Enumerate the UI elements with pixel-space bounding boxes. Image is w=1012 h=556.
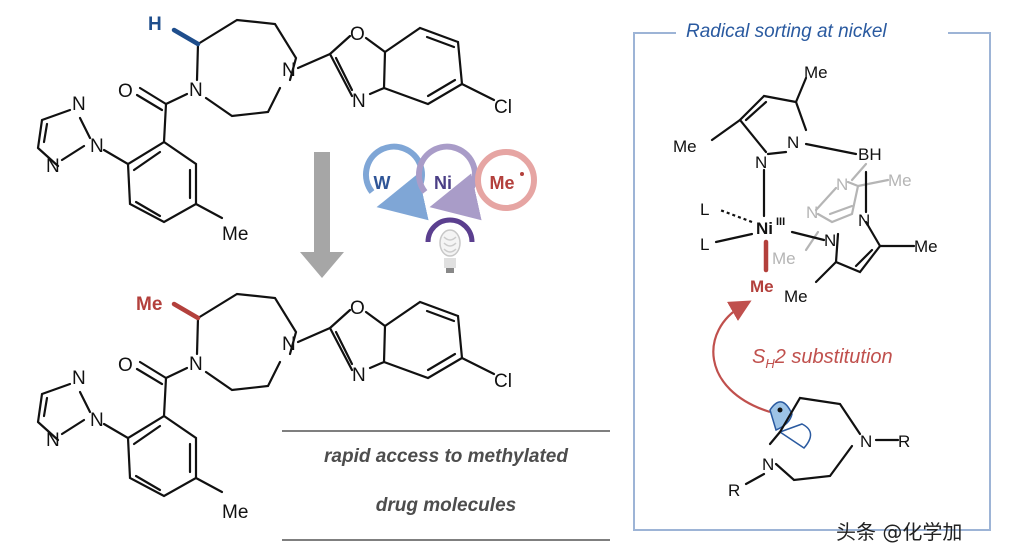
nickel-cycle: Ni [416,143,482,221]
triazole-n2: N [72,94,86,115]
sh2-subscript: H [765,356,775,371]
aryl-methyl: Me [222,502,248,523]
radical-r-left: R [728,481,740,500]
c-me-bond [171,301,201,321]
carbonyl-o: O [118,81,133,102]
radical-r-right: R [898,432,910,451]
radical-n-right: N [860,432,872,451]
product: Me N N O N Cl O Me N N N [36,292,512,523]
light-bulb-icon [425,217,475,273]
sh2-label: SH2 substitution [752,346,893,371]
triazole-n3: N [46,430,60,451]
triazole-n3: N [46,156,60,177]
oxazole-n: N [352,365,366,386]
caption-line-1: rapid access to methylated [324,446,568,467]
pz3-methyl-left: Me [772,249,796,268]
sh2-suffix: 2 substitution [774,346,893,368]
chlorine-atom: Cl [494,371,512,392]
carbonyl-o: O [118,355,133,376]
pz2-methyl-bottom: Me [784,287,808,306]
watermark: 头条 @化学加 [836,520,963,544]
pz3-n2: N [836,175,848,194]
reaction-arrow [300,152,344,278]
tungsten-cycle: W [363,143,429,221]
ring-n-left: N [189,80,203,101]
pz2-n1: N [824,231,836,250]
nickel-oxidation-state: III [776,216,785,228]
ni-label: Ni [434,173,452,193]
pz1-methyl-top: Me [804,63,828,82]
starting-material: H N N O N Cl O Me N N N [36,14,512,245]
oxazole-n: N [352,91,366,112]
caption-line-2: drug molecules [375,495,517,516]
pz1-n2: N [787,133,799,152]
pz2-methyl-right: Me [914,237,938,256]
ni-methyl: Me [750,277,774,296]
nickel-center: Ni [756,219,773,238]
hydrogen-atom: H [148,14,162,35]
ring-n-right: N [282,60,296,81]
pz1-n1: N [755,153,767,172]
ch-bond [171,27,201,47]
aryl-methyl: Me [222,224,248,245]
me-radical-label: Me [489,173,514,193]
panel-title: Radical sorting at nickel [678,21,895,43]
catalysis-cycles: W Ni Me [363,143,537,273]
radical-diazepane: N R N R [728,396,910,500]
methyl-cycle: Me [475,149,537,211]
pz3-methyl-right: Me [888,171,912,190]
w-label: W [374,173,391,193]
mechanism-panel: Me Me N N BH N N Me Me Me Me N N Ni III … [633,32,991,531]
chlorine-atom: Cl [494,97,512,118]
pz2-n2: N [858,211,870,230]
pz1-methyl-left: Me [673,137,697,156]
triazole-n2: N [72,368,86,389]
boron-hydride: BH [858,145,882,164]
new-methyl: Me [136,294,162,315]
oxazole-o: O [350,298,365,319]
ligand-l-top: L [700,200,709,219]
ring-n-right: N [282,334,296,355]
sh2-arrow [712,300,771,414]
oxazole-o: O [350,24,365,45]
sh2-prefix: S [752,346,766,368]
ligand-l-bottom: L [700,235,709,254]
triazole-n1: N [90,410,104,431]
radical-n-left: N [762,455,774,474]
pz3-n1: N [806,203,818,222]
ring-n-left: N [189,354,203,375]
triazole-n1: N [90,136,104,157]
